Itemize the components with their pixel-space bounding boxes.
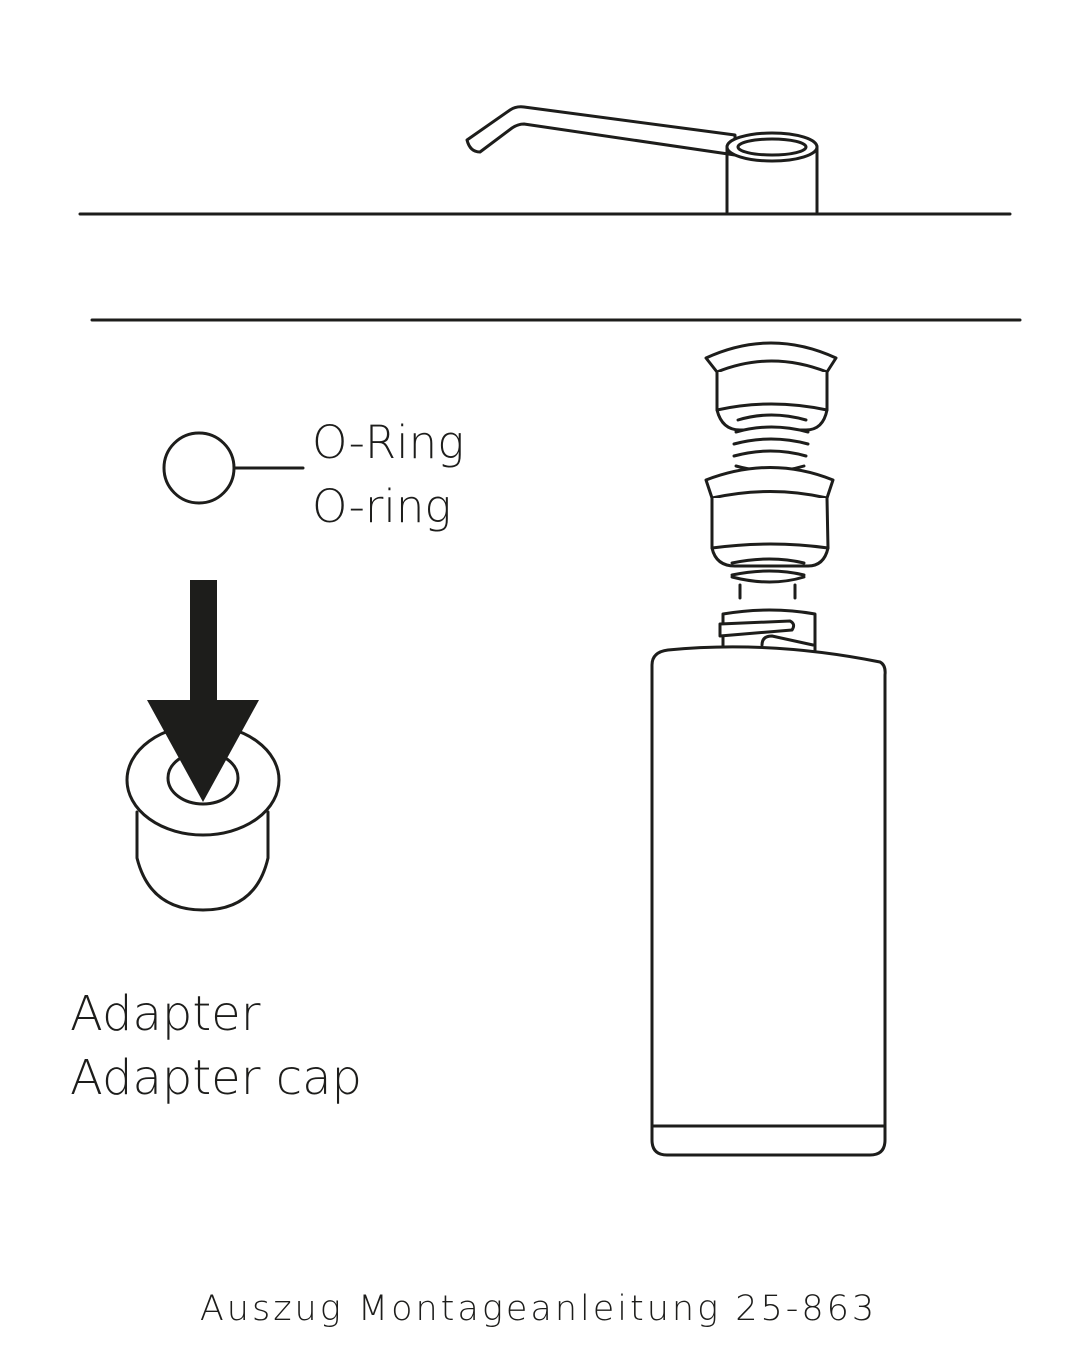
down-arrow-icon bbox=[147, 580, 259, 802]
faucet-spout bbox=[465, 105, 819, 214]
o-ring-label: O-Ring O-ring bbox=[312, 420, 464, 548]
soap-bottle-assembly bbox=[650, 341, 887, 1157]
footer-caption: Auszug Montageanleitung 25-863 bbox=[199, 1289, 878, 1329]
adapter-label-en: Adapter cap bbox=[70, 1050, 362, 1106]
adapter-label: Adapter Adapter cap bbox=[70, 990, 362, 1118]
o-ring-label-de: O-Ring bbox=[312, 416, 465, 469]
o-ring bbox=[162, 431, 305, 505]
countertop bbox=[78, 212, 1022, 322]
o-ring-label-en: O-ring bbox=[312, 480, 452, 533]
adapter-label-de: Adapter bbox=[70, 986, 261, 1042]
